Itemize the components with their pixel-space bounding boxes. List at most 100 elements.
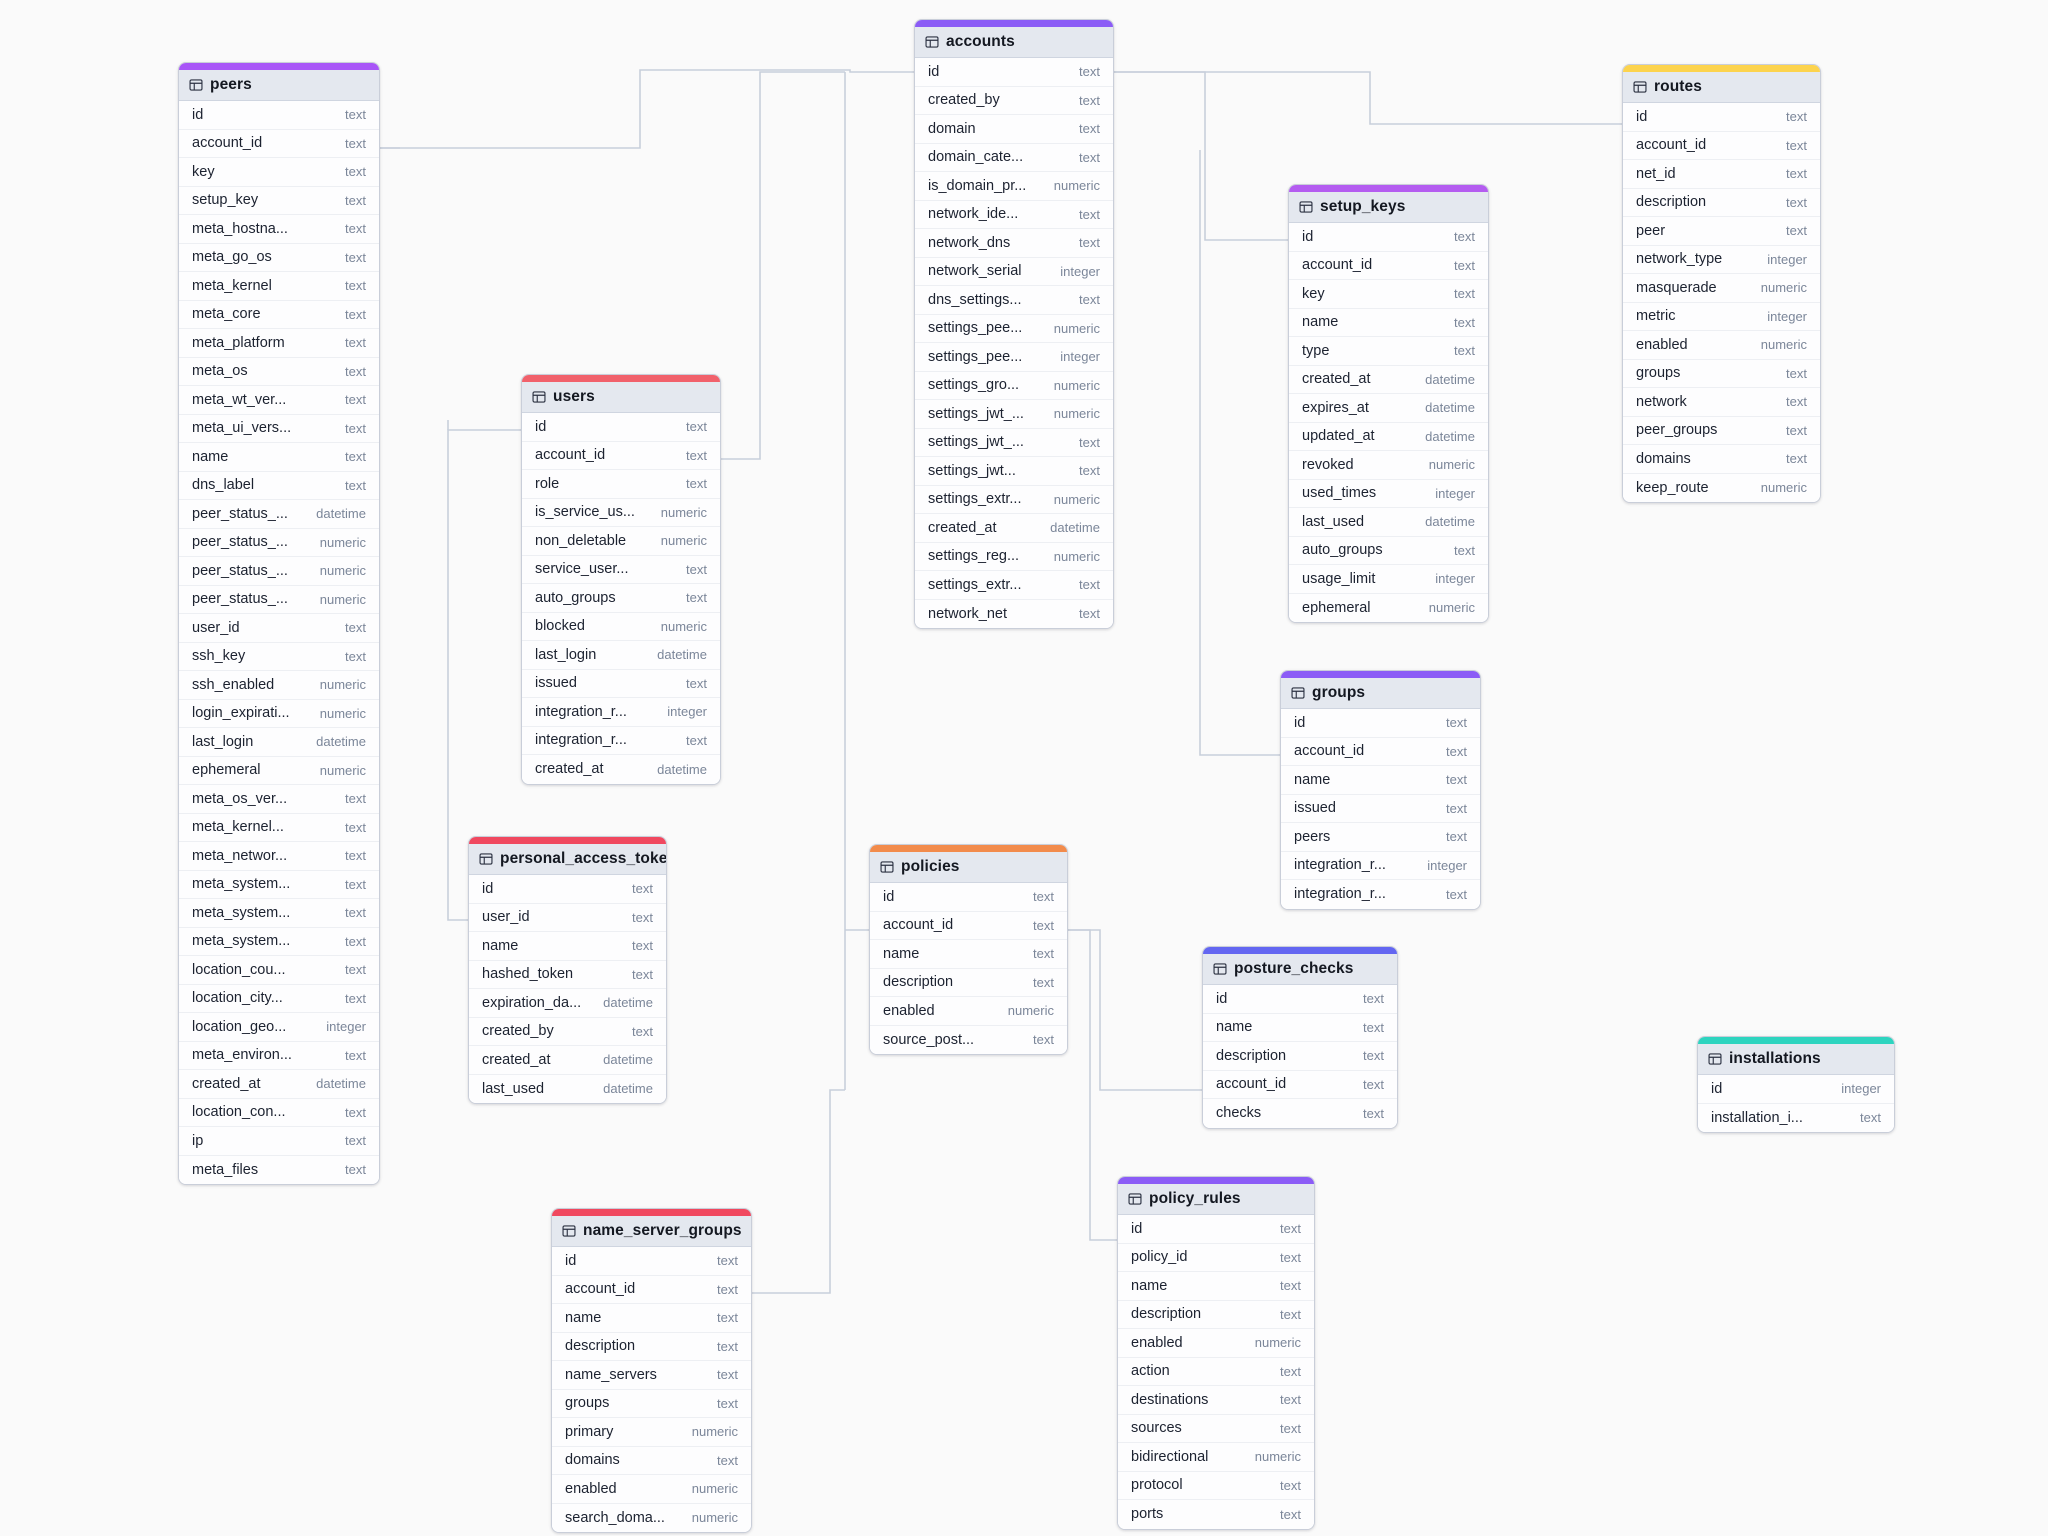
column-row[interactable]: settings_pee...numeric	[915, 315, 1113, 343]
column-row[interactable]: settings_gro...numeric	[915, 372, 1113, 400]
column-row[interactable]: meta_os_ver...text	[179, 785, 379, 814]
column-row[interactable]: meta_wt_ver...text	[179, 386, 379, 415]
column-row[interactable]: integration_r...integer	[1281, 852, 1480, 880]
table-header[interactable]: setup_keys	[1289, 192, 1488, 223]
column-row[interactable]: login_expirati...numeric	[179, 700, 379, 728]
column-row[interactable]: domain_cate...text	[915, 144, 1113, 172]
table-header[interactable]: name_server_groups	[552, 1216, 751, 1247]
table-header[interactable]: accounts	[915, 27, 1113, 58]
table-header[interactable]: groups	[1281, 678, 1480, 709]
column-row[interactable]: settings_jwt_...text	[915, 429, 1113, 457]
column-row[interactable]: location_geo...integer	[179, 1013, 379, 1042]
column-row[interactable]: settings_jwt...text	[915, 457, 1113, 486]
column-row[interactable]: location_cou...text	[179, 956, 379, 985]
column-row[interactable]: meta_system...text	[179, 928, 379, 956]
column-row[interactable]: peer_status_...datetime	[179, 500, 379, 529]
table-header[interactable]: installations	[1698, 1044, 1894, 1075]
column-row[interactable]: integration_r...integer	[522, 698, 720, 727]
table-header[interactable]: policy_rules	[1118, 1184, 1314, 1215]
table-header[interactable]: personal_access_tokens	[469, 844, 666, 875]
column-row[interactable]: meta_networ...text	[179, 842, 379, 871]
column-row[interactable]: meta_hostna...text	[179, 215, 379, 244]
table-header[interactable]: users	[522, 382, 720, 413]
column-row[interactable]: settings_jwt_...numeric	[915, 400, 1113, 429]
column-row[interactable]: integration_r...text	[1281, 880, 1480, 909]
column-row[interactable]: location_con...text	[179, 1099, 379, 1127]
column-row[interactable]: source_post...text	[870, 1026, 1067, 1055]
table-header[interactable]: posture_checks	[1203, 954, 1397, 985]
column-row[interactable]: service_user...text	[522, 556, 720, 584]
column-row[interactable]: settings_pee...integer	[915, 343, 1113, 372]
column-row[interactable]: peer_status_...numeric	[179, 557, 379, 586]
column-row[interactable]: settings_reg...numeric	[915, 543, 1113, 571]
column-row[interactable]: peer_status_...numeric	[179, 586, 379, 614]
